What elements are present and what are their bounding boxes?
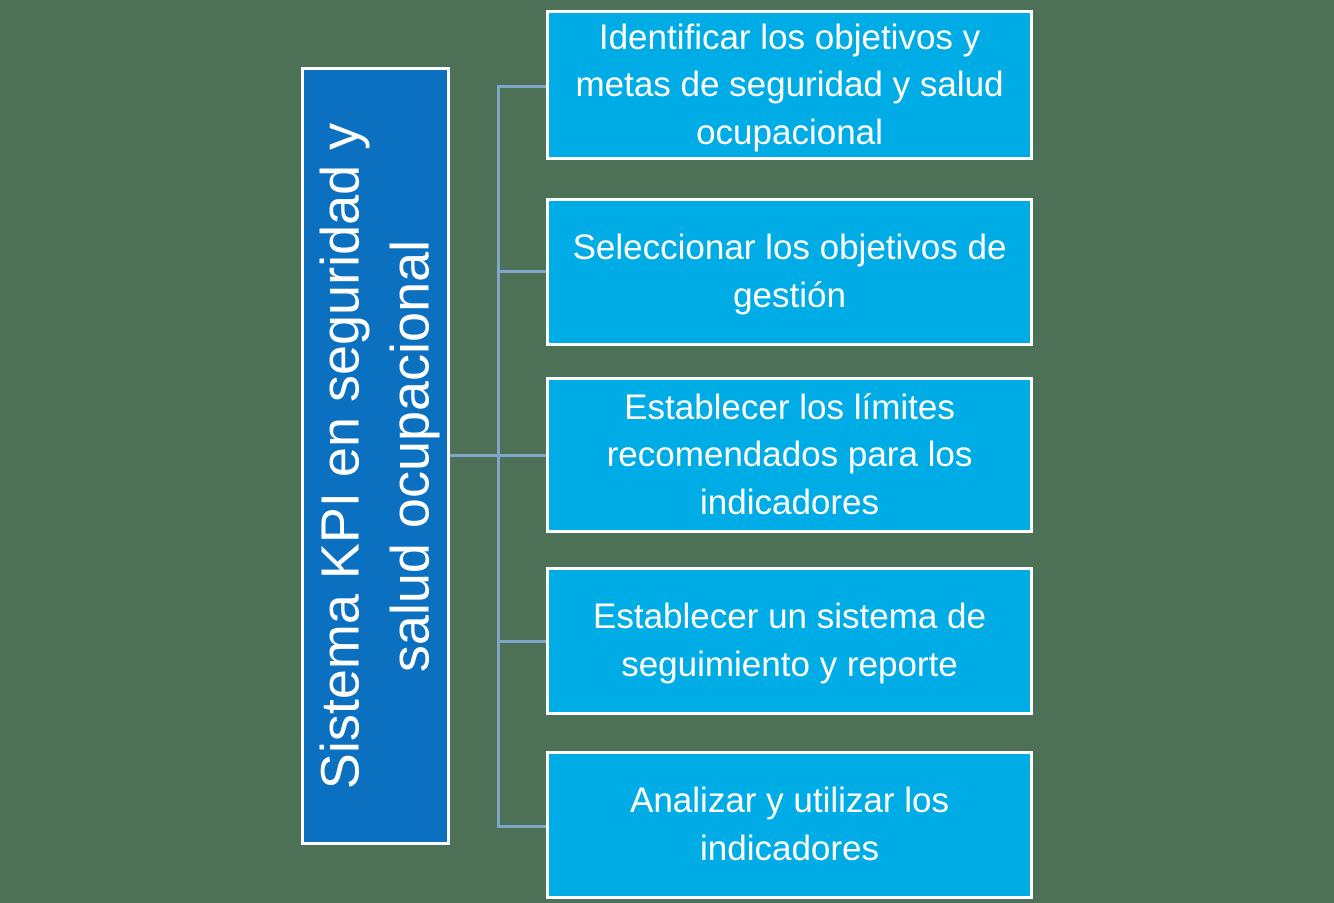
connector-branch-1 (499, 85, 547, 88)
step-box-2: Seleccionar los objetivos de gestión (546, 198, 1033, 346)
connector-branch-2 (499, 270, 547, 273)
step-box-1-label: Identificar los objetivos y metas de seg… (575, 17, 1004, 152)
root-box: Sistema KPI en seguridad y salud ocupaci… (301, 67, 450, 845)
step-box-4: Establecer un sistema de seguimiento y r… (546, 567, 1033, 715)
step-box-5: Analizar y utilizar los indicadores (546, 751, 1033, 899)
step-box-5-label: Analizar y utilizar los indicadores (630, 781, 949, 868)
root-box-label: Sistema KPI en seguridad y salud ocupaci… (310, 122, 440, 790)
connector-branch-5 (499, 825, 547, 828)
step-box-3-label: Establecer los límites recomendados para… (606, 387, 973, 522)
root-box-rotated-text: Sistema KPI en seguridad y salud ocupaci… (304, 76, 447, 836)
connector-branch-4 (499, 640, 547, 643)
step-box-1: Identificar los objetivos y metas de seg… (546, 10, 1033, 160)
step-box-4-label: Establecer un sistema de seguimiento y r… (593, 597, 986, 684)
connector-trunk (497, 85, 500, 828)
step-box-3: Establecer los límites recomendados para… (546, 377, 1033, 533)
step-box-2-label: Seleccionar los objetivos de gestión (572, 228, 1007, 315)
